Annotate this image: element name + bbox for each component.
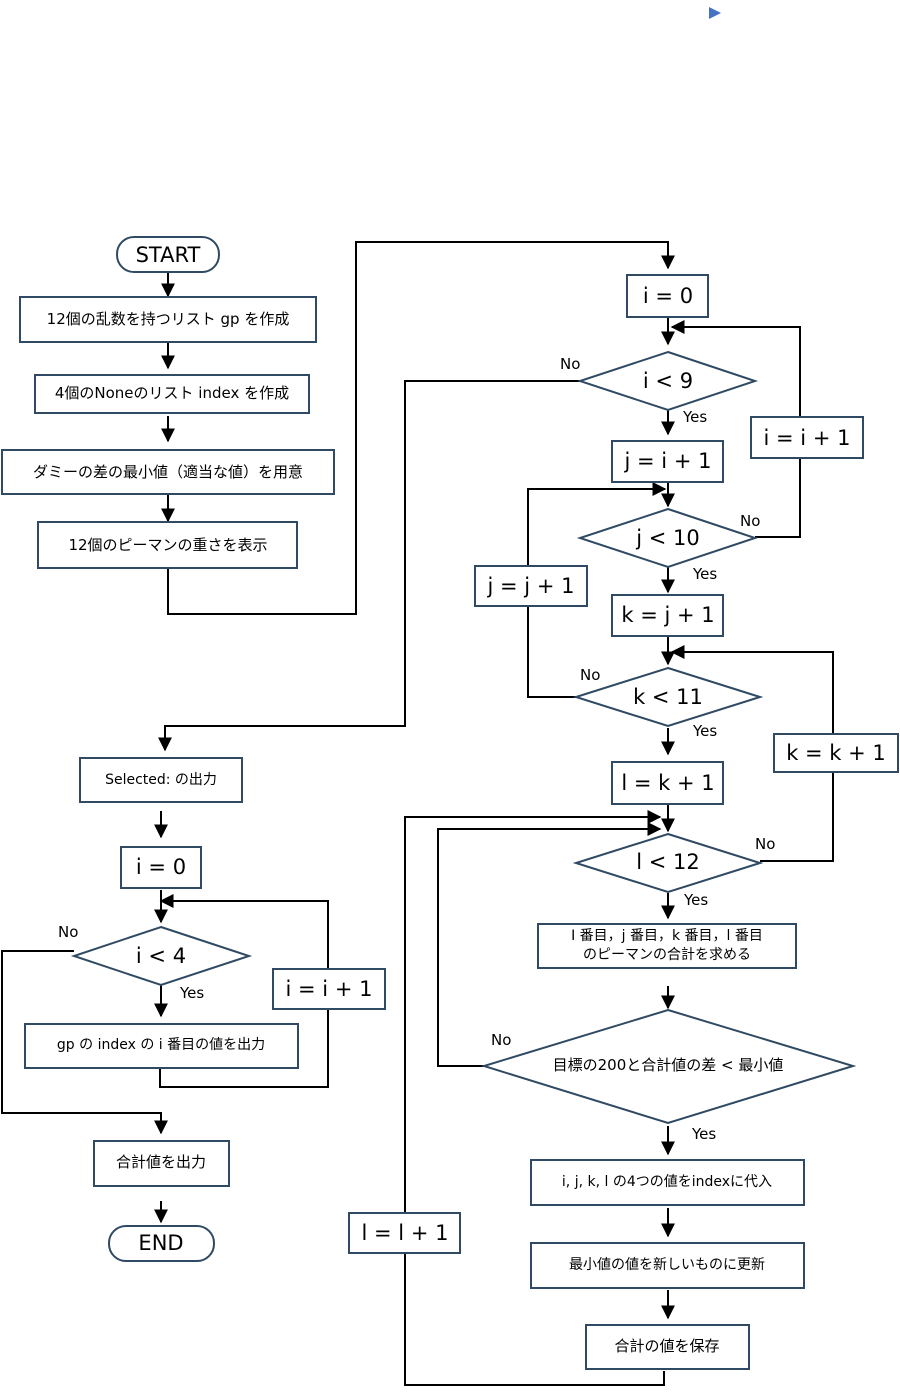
play-icon xyxy=(709,7,721,19)
output-gp-label: gp の index の i 番目の値を出力 xyxy=(57,1037,265,1053)
cond-i-lt-4-label: i < 4 xyxy=(136,944,186,968)
l-init-box xyxy=(611,761,724,805)
make-index-box xyxy=(34,374,310,414)
cond-diff-label: 目標の200と合計値の差 < 最小値 xyxy=(553,1056,784,1074)
dummy-min-box xyxy=(1,449,335,495)
inc-j-label: j = j + 1 xyxy=(487,574,575,598)
show-weights-label: 12個のピーマンの重さを表示 xyxy=(68,536,267,554)
l12-yes-label: Yes xyxy=(683,891,708,909)
k11-no-label: No xyxy=(580,666,600,684)
make-index-label: 4個のNoneのリスト index を作成 xyxy=(55,384,289,402)
selected-output-label: Selected: の出力 xyxy=(105,772,217,788)
save-total-label: 合計の値を保存 xyxy=(614,1337,719,1355)
cond-l-lt-12-diamond xyxy=(572,832,764,894)
cond-l-lt-12-label: l < 12 xyxy=(636,850,700,874)
l-init-label: l = k + 1 xyxy=(621,771,714,795)
k-init-box xyxy=(611,594,724,637)
inc-k-box xyxy=(773,733,899,773)
j10-no-label: No xyxy=(740,512,760,530)
dummy-min-label: ダミーの差の最小値（適当な値）を用意 xyxy=(33,463,303,481)
left-yes-label: Yes xyxy=(179,984,204,1002)
cond-j-lt-10-diamond xyxy=(576,507,759,569)
l12-no-label: No xyxy=(755,835,775,853)
update-min-box xyxy=(530,1242,805,1289)
cond-j-lt-10-label: j < 10 xyxy=(635,526,700,550)
cond-i-lt-9-diamond xyxy=(576,350,759,412)
sum-line1-label: I 番目，j 番目，k 番目，l 番目 xyxy=(571,928,763,944)
k-init-label: k = j + 1 xyxy=(621,603,714,627)
start-terminal xyxy=(116,236,220,273)
i9-no-label: No xyxy=(560,355,580,373)
assign-index-box xyxy=(530,1159,805,1206)
save-total-box xyxy=(585,1324,750,1370)
end-terminal xyxy=(108,1225,215,1262)
cond-i-lt-9-label: i < 9 xyxy=(643,369,693,393)
diff-yes-label: Yes xyxy=(691,1125,716,1143)
make-list-box xyxy=(19,296,317,343)
left-i-init-box xyxy=(120,846,202,889)
diff-no-label: No xyxy=(491,1031,511,1049)
output-total-label: 合計値を出力 xyxy=(116,1153,206,1171)
selected-output-box xyxy=(79,757,243,803)
cond-k-lt-11-diamond xyxy=(572,666,764,728)
left-connectors xyxy=(1,241,675,1224)
right-inc-i-label: i = i + 1 xyxy=(764,426,851,450)
cond-diff-diamond xyxy=(480,1008,857,1125)
left-inc-i-box xyxy=(272,968,386,1010)
right-i-init-box xyxy=(626,274,709,318)
output-total-box xyxy=(93,1140,230,1187)
sum-box xyxy=(537,923,797,969)
show-weights-box xyxy=(37,521,298,569)
update-min-label: 最小値の値を新しいものに更新 xyxy=(569,1257,765,1273)
inc-k-label: k = k + 1 xyxy=(786,741,886,765)
inc-j-box xyxy=(474,565,588,607)
left-i-init-label: i = 0 xyxy=(136,855,186,879)
output-gp-box xyxy=(24,1023,299,1069)
left-no-label: No xyxy=(58,923,78,941)
i9-yes-label: Yes xyxy=(682,408,707,426)
assign-index-label: i, j, k, l の4つの値をindexに代入 xyxy=(562,1174,772,1190)
j-init-label: j = i + 1 xyxy=(624,449,712,473)
j10-yes-label: Yes xyxy=(692,565,717,583)
left-inc-i-label: i = i + 1 xyxy=(286,977,373,1001)
inc-l-box xyxy=(348,1212,461,1254)
make-list-label: 12個の乱数を持つリスト gp を作成 xyxy=(47,310,290,328)
cond-k-lt-11-label: k < 11 xyxy=(633,685,703,709)
k11-yes-label: Yes xyxy=(692,722,717,740)
right-i-init-label: i = 0 xyxy=(643,284,693,308)
end-label: END xyxy=(138,1231,183,1255)
inc-l-label: l = l + 1 xyxy=(362,1221,449,1245)
right-connectors xyxy=(404,318,834,1386)
start-label: START xyxy=(136,243,201,267)
j-init-box xyxy=(611,440,724,483)
cond-i-lt-4-diamond xyxy=(70,925,253,987)
sum-line2-label: のピーマンの合計を求める xyxy=(583,947,751,963)
right-inc-i-box xyxy=(750,416,864,459)
